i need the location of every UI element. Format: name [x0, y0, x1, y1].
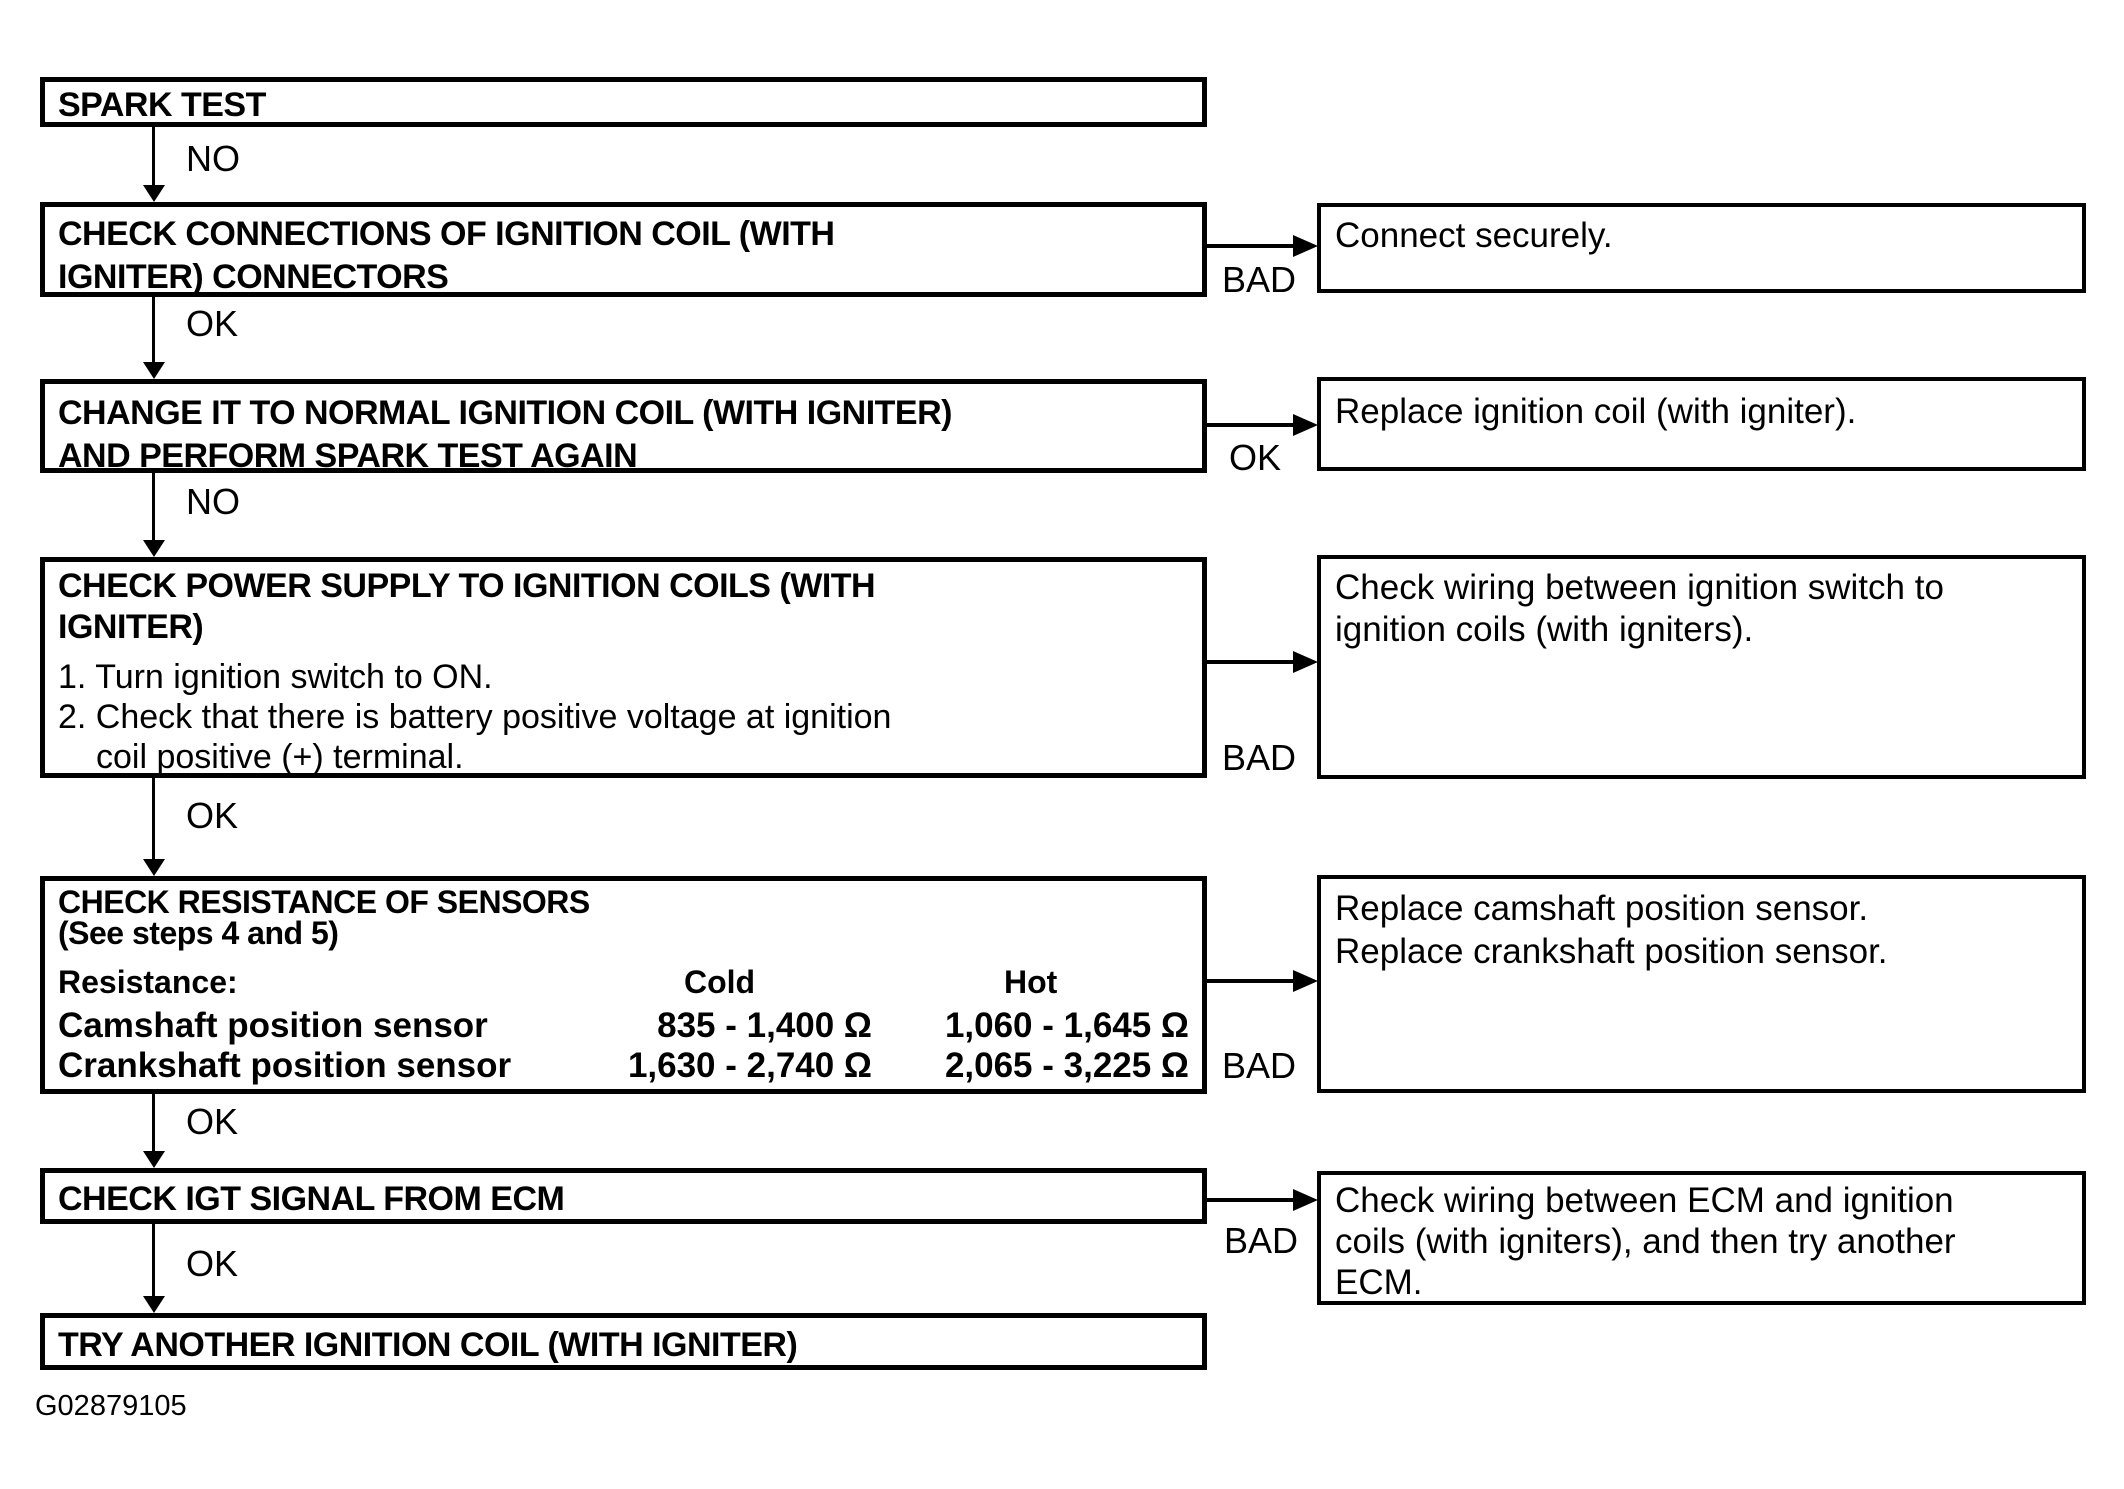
- step-title-line2: AND PERFORM SPARK TEST AGAIN: [58, 437, 638, 475]
- figure-code: G02879105: [35, 1390, 187, 1422]
- step-box-check-connections: CHECK CONNECTIONS OF IGNITION COIL (WITH…: [40, 202, 1207, 297]
- result-text-line2: coils (with igniters), and then try anot…: [1335, 1222, 1956, 1261]
- step-title-line2: IGNITER) CONNECTORS: [58, 258, 449, 296]
- result-text: Replace ignition coil (with igniter).: [1335, 392, 1857, 431]
- branch-arrowhead-right: [1293, 414, 1318, 436]
- flow-arrow-line: [152, 1094, 155, 1151]
- result-box-check-wiring-ecm: Check wiring between ECM and ignition co…: [1317, 1171, 2086, 1305]
- flow-arrowhead-down: [143, 362, 165, 379]
- step-box-check-igt: CHECK IGT SIGNAL FROM ECM: [40, 1168, 1207, 1224]
- cold-value: 1,630 - 2,740 Ω: [627, 1046, 872, 1085]
- column-header-cold: Cold: [684, 964, 756, 1000]
- step-box-check-power: CHECK POWER SUPPLY TO IGNITION COILS (WI…: [40, 557, 1207, 778]
- step-title-line1: CHANGE IT TO NORMAL IGNITION COIL (WITH …: [58, 394, 952, 432]
- edge-label-ok: OK: [186, 303, 239, 344]
- resistance-table-row-crankshaft: Crankshaft position sensor 1,630 - 2,740…: [58, 1046, 1189, 1086]
- branch-arrowhead-right: [1293, 235, 1318, 257]
- flow-arrowhead-down: [143, 859, 165, 876]
- branch-arrowhead-right: [1293, 1189, 1318, 1211]
- edge-label-no: NO: [186, 481, 240, 522]
- resistance-table-row-camshaft: Camshaft position sensor 835 - 1,400 Ω 1…: [58, 1006, 1189, 1046]
- flow-arrow-line: [152, 473, 155, 540]
- result-text-line3: ECM.: [1335, 1263, 1423, 1302]
- edge-label-no: NO: [186, 138, 240, 179]
- result-text-line1: Check wiring between ECM and ignition: [1335, 1181, 1954, 1220]
- cold-value: 835 - 1,400 Ω: [657, 1006, 872, 1045]
- edge-label-bad: BAD: [1224, 1220, 1299, 1261]
- step-item-2-continued: coil positive (+) terminal.: [96, 738, 464, 776]
- result-text: Connect securely.: [1335, 216, 1613, 255]
- flow-arrow-line: [152, 297, 155, 362]
- step-subtitle: (See steps 4 and 5): [58, 915, 339, 951]
- flow-arrowhead-down: [143, 1151, 165, 1168]
- hot-value: 2,065 - 3,225 Ω: [944, 1046, 1189, 1085]
- result-box-connect-securely: Connect securely.: [1317, 203, 2086, 293]
- step-box-try-another: TRY ANOTHER IGNITION COIL (WITH IGNITER): [40, 1313, 1207, 1370]
- hot-value: 1,060 - 1,645 Ω: [944, 1006, 1189, 1045]
- step-item-1: 1. Turn ignition switch to ON.: [58, 658, 493, 696]
- branch-arrow-line: [1207, 979, 1295, 983]
- flow-arrow-line: [152, 1224, 155, 1296]
- edge-label-bad: BAD: [1222, 259, 1297, 300]
- step-title: TRY ANOTHER IGNITION COIL (WITH IGNITER): [58, 1326, 798, 1364]
- step-item-2: 2. Check that there is battery positive …: [58, 698, 892, 736]
- flow-arrowhead-down: [143, 185, 165, 202]
- edge-label-ok: OK: [186, 795, 239, 836]
- result-text-line1: Replace camshaft position sensor.: [1335, 889, 1869, 928]
- step-title-line2: IGNITER): [58, 608, 204, 646]
- resistance-table-header-row: Resistance: Cold Hot: [58, 962, 1189, 1006]
- branch-arrowhead-right: [1293, 651, 1318, 673]
- step-box-spark-test: SPARK TEST: [40, 77, 1207, 127]
- branch-arrow-line: [1207, 1198, 1295, 1202]
- branch-arrow-line: [1207, 660, 1295, 664]
- step-box-check-resistance: CHECK RESISTANCE OF SENSORS (See steps 4…: [40, 876, 1207, 1094]
- result-text-line2: Replace crankshaft position sensor.: [1335, 932, 1888, 971]
- step-title: CHECK IGT SIGNAL FROM ECM: [58, 1180, 565, 1218]
- column-header-hot: Hot: [1004, 964, 1058, 1000]
- flow-arrowhead-down: [143, 540, 165, 557]
- flow-arrow-line: [152, 127, 155, 185]
- result-box-replace-sensors: Replace camshaft position sensor. Replac…: [1317, 875, 2086, 1093]
- branch-arrow-line: [1207, 244, 1295, 248]
- step-title-line1: CHECK POWER SUPPLY TO IGNITION COILS (WI…: [58, 567, 876, 605]
- result-text-line2: ignition coils (with igniters).: [1335, 610, 1754, 649]
- branch-arrow-line: [1207, 423, 1295, 427]
- flow-arrow-line: [152, 778, 155, 859]
- sensor-label: Camshaft position sensor: [58, 1006, 488, 1045]
- resistance-label: Resistance:: [58, 964, 238, 1000]
- flow-arrowhead-down: [143, 1296, 165, 1313]
- edge-label-ok: OK: [186, 1243, 239, 1284]
- step-title: SPARK TEST: [58, 86, 266, 124]
- edge-label-bad: BAD: [1222, 1045, 1297, 1086]
- step-box-change-coil: CHANGE IT TO NORMAL IGNITION COIL (WITH …: [40, 379, 1207, 475]
- sensor-label: Crankshaft position sensor: [58, 1046, 512, 1085]
- step-title: CHECK RESISTANCE OF SENSORS: [58, 884, 590, 920]
- result-box-check-wiring-switch: Check wiring between ignition switch to …: [1317, 555, 2086, 779]
- edge-label-ok: OK: [186, 1101, 239, 1142]
- edge-label-ok: OK: [1229, 437, 1282, 478]
- edge-label-bad: BAD: [1222, 737, 1297, 778]
- step-title-line1: CHECK CONNECTIONS OF IGNITION COIL (WITH: [58, 215, 835, 253]
- result-text-line1: Check wiring between ignition switch to: [1335, 568, 1944, 607]
- branch-arrowhead-right: [1293, 970, 1318, 992]
- result-box-replace-coil: Replace ignition coil (with igniter).: [1317, 377, 2086, 471]
